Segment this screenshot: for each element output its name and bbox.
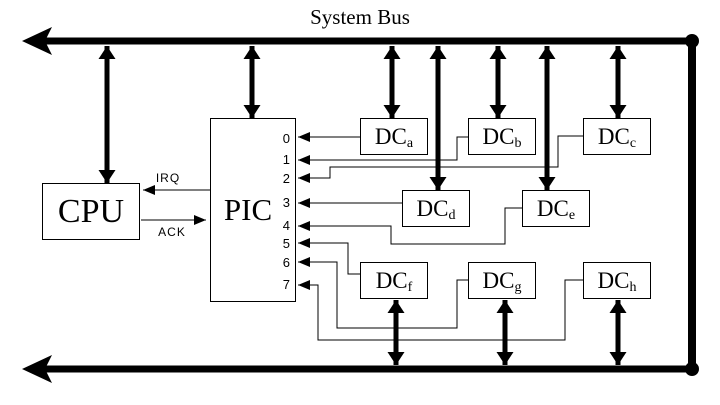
device-box-dca: DC a [360, 118, 428, 155]
dce-label: DC [536, 195, 569, 221]
pin7-wire-dch [298, 279, 583, 341]
dca-label: DC [374, 123, 407, 149]
dce-subscript: e [568, 208, 576, 223]
dcc-subscript: c [629, 136, 637, 151]
dch-subscript: h [629, 280, 637, 295]
pic-pin-6: 6 [282, 255, 290, 270]
dcb-label: DC [482, 123, 515, 149]
cpu-box: CPU [42, 183, 140, 240]
device-box-dcd: DC d [402, 190, 470, 227]
device-box-dce: DC e [522, 190, 590, 227]
device-box-dcc: DC c [583, 118, 651, 155]
dcf-subscript: f [407, 280, 413, 295]
dch-label: DC [597, 267, 630, 293]
pin6-wire-dcg [298, 257, 468, 329]
system-bus-bottom-left-arrowhead [22, 355, 52, 383]
dcf-label: DC [375, 267, 408, 293]
dcd-label: DC [416, 195, 449, 221]
device-box-dcg: DC g [468, 262, 536, 299]
dcc-label: DC [597, 123, 630, 149]
pic-pin-5: 5 [282, 236, 290, 251]
device-box-dch: DC h [583, 262, 651, 299]
pin4-wire-dce [298, 207, 522, 245]
pic-box: PIC 0 1 2 3 4 5 6 7 [210, 118, 296, 302]
bus-corner-dot-top [685, 34, 699, 48]
pic-pin-2: 2 [282, 171, 290, 186]
dcb-subscript: b [514, 136, 522, 151]
pic-pin-0: 0 [282, 131, 290, 146]
diagram-title: System Bus [310, 5, 410, 29]
dcg-label: DC [482, 267, 515, 293]
pic-pin-7: 7 [282, 277, 290, 292]
pin2-wire-dcc [298, 135, 583, 183]
irq-signal-label: IRQ [155, 171, 181, 185]
system-bus-top-left-arrowhead [22, 27, 52, 55]
dca-subscript: a [406, 136, 414, 151]
dcg-subscript: g [514, 280, 522, 295]
device-box-dcb: DC b [468, 118, 536, 155]
device-box-dcf: DC f [360, 262, 428, 299]
ack-signal-label: ACK [158, 225, 186, 239]
pin5-wire-dcf [298, 238, 360, 275]
pin1-wire-dcb [298, 136, 468, 165]
pic-pin-1: 1 [282, 152, 290, 167]
dcd-subscript: d [448, 208, 456, 223]
cpu-label: CPU [57, 192, 125, 230]
pic-pin-3: 3 [282, 195, 290, 210]
pic-pin-4: 4 [282, 218, 290, 233]
pic-label: PIC [223, 192, 273, 227]
